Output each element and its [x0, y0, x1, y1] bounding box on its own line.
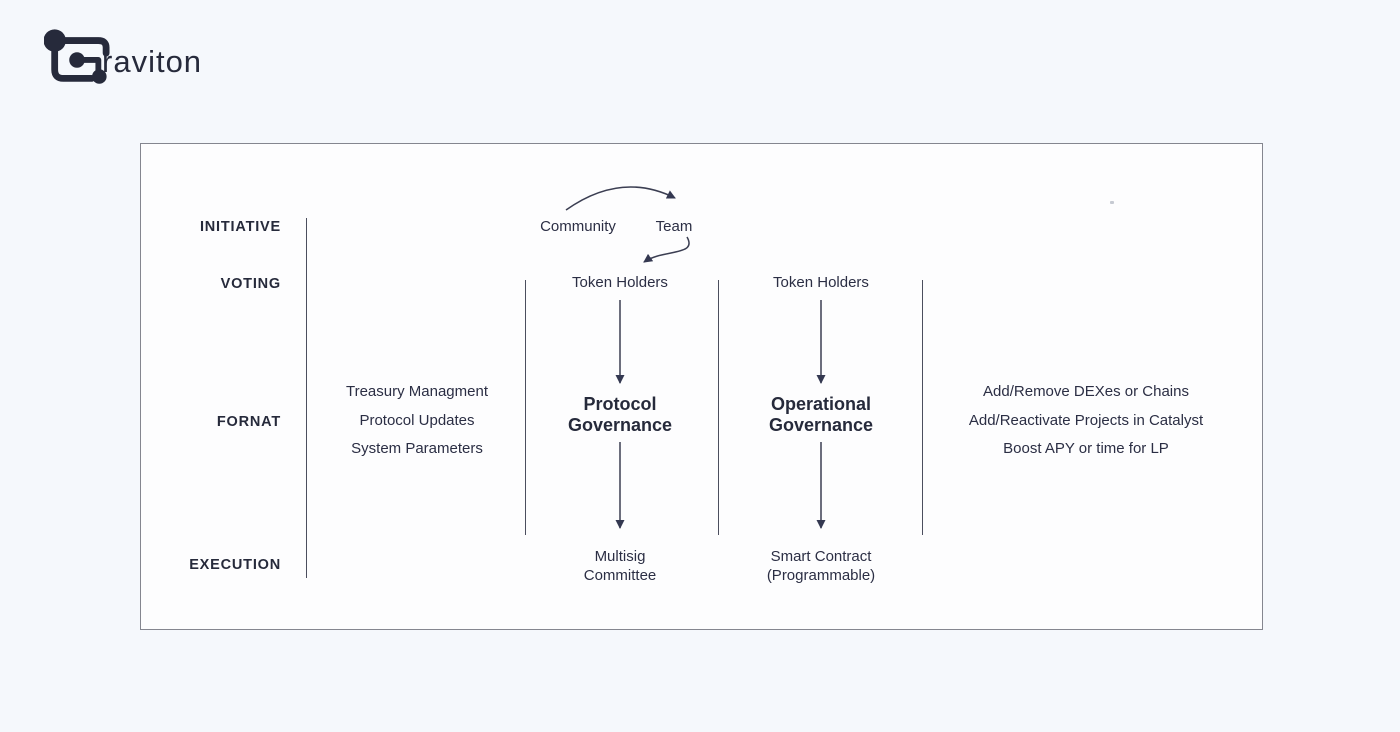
- row-label-initiative: INITIATIVE: [199, 219, 281, 235]
- row-label-voting: VOTING: [220, 276, 281, 292]
- row-label-fornat: FORNAT: [216, 414, 281, 430]
- row-label-execution: EXECUTION: [189, 557, 281, 573]
- divider-line-2: [525, 280, 527, 535]
- diagram-frame: [140, 143, 1263, 630]
- divider-line-3: [718, 280, 720, 535]
- list-item: Treasury Managment: [345, 383, 488, 400]
- token-holders-protocol: Token Holders: [572, 274, 668, 291]
- divider-line-1: [306, 218, 308, 578]
- list-item: Boost APY or time for LP: [1003, 440, 1169, 457]
- list-item: Add/Remove DEXes or Chains: [983, 383, 1189, 400]
- list-item: Add/Reactivate Projects in Catalyst: [968, 411, 1204, 429]
- token-holders-operational: Token Holders: [773, 274, 869, 291]
- execution-operational: Smart Contract (Programmable): [766, 548, 876, 584]
- artifact-speck: [1110, 201, 1114, 204]
- operational-governance-title: Operational Governance: [768, 394, 874, 435]
- logo-wordmark: raviton: [102, 44, 203, 79]
- execution-protocol: Multisig Committee: [583, 548, 657, 584]
- divider-line-4: [922, 280, 924, 535]
- team-node: Team: [655, 218, 693, 235]
- logo: raviton: [44, 28, 202, 90]
- community-node: Community: [540, 218, 616, 235]
- protocol-governance-title: Protocol Governance: [567, 394, 673, 435]
- list-item: Protocol Updates: [359, 411, 475, 429]
- graviton-logo-icon: [44, 29, 110, 84]
- list-item: System Parameters: [351, 440, 483, 457]
